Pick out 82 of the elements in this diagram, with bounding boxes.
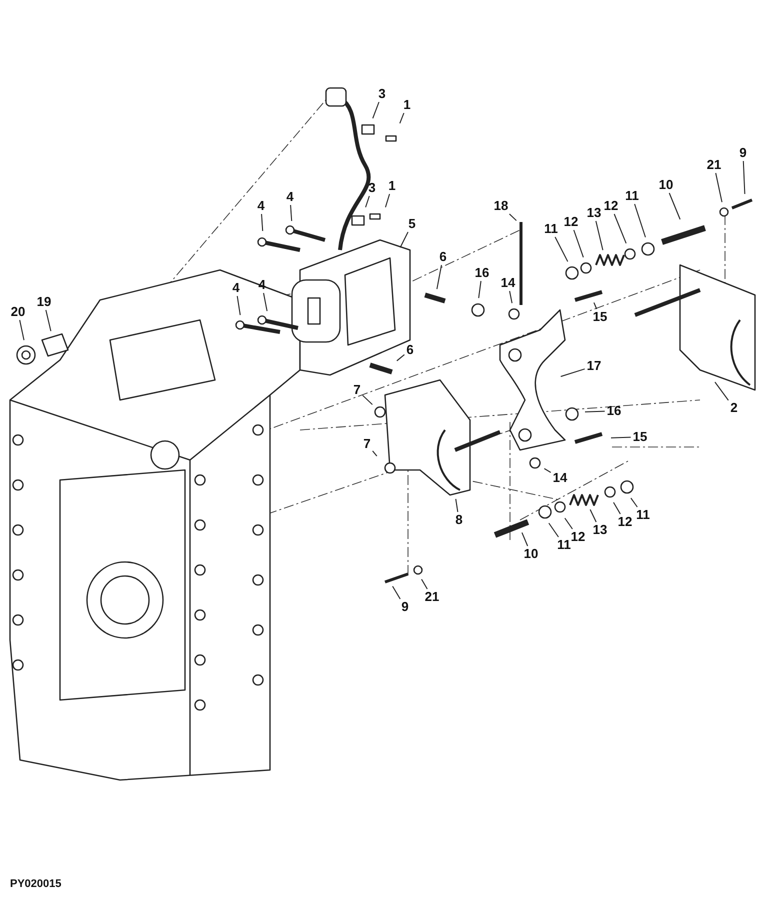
leader-line: [573, 230, 584, 258]
leader-line: [372, 450, 378, 457]
callout-number: 7: [362, 437, 372, 451]
leader-line: [610, 436, 632, 438]
callout-number: 9: [738, 146, 748, 160]
leader-line: [396, 354, 405, 362]
leader-line: [455, 498, 458, 512]
callout-number: 5: [407, 217, 417, 231]
callout-number: 6: [438, 250, 448, 264]
leader-line: [45, 310, 52, 332]
callout-number: 20: [10, 305, 26, 319]
callout-number: 7: [352, 383, 362, 397]
leader-line: [384, 194, 390, 208]
leader-line: [668, 192, 681, 220]
leader-line: [392, 586, 401, 600]
callout-number: 19: [36, 295, 52, 309]
callout-number: 1: [402, 98, 412, 112]
leader-line: [742, 160, 746, 194]
leader-line: [236, 296, 241, 316]
callout-number: 21: [424, 590, 440, 604]
callout-number: 1: [387, 179, 397, 193]
leader-line: [372, 102, 380, 119]
leader-line: [544, 468, 552, 473]
leader-line: [595, 220, 604, 251]
callout-number: 11: [543, 222, 559, 236]
callout-number: 6: [405, 343, 415, 357]
leader-line: [362, 394, 373, 406]
callout-number: 13: [586, 206, 602, 220]
leader-line: [554, 236, 568, 262]
callout-number: 4: [256, 199, 266, 213]
callout-number: 12: [602, 199, 620, 213]
callout-number: 12: [616, 515, 634, 529]
leader-line: [590, 509, 597, 522]
callout-number: 18: [492, 199, 510, 213]
callout-number: 4: [231, 281, 241, 295]
leader-line: [421, 578, 428, 590]
callout-number: 3: [367, 181, 377, 195]
leader-line: [509, 290, 513, 304]
leader-line: [613, 502, 621, 514]
callout-number: 10: [522, 547, 540, 561]
callout-number: 13: [592, 523, 608, 537]
leader-line: [714, 382, 729, 401]
leader-line: [365, 196, 370, 208]
callout-number: 14: [500, 276, 516, 290]
figure-code: PY020015: [10, 878, 62, 890]
leader-line: [508, 214, 517, 222]
callout-number: 15: [632, 430, 648, 444]
callout-number: 9: [400, 600, 410, 614]
callout-number: 14: [552, 471, 568, 485]
leader-line: [584, 410, 606, 412]
leader-line: [290, 204, 292, 222]
callout-number: 21: [706, 158, 722, 172]
leader-line: [400, 232, 408, 248]
leader-line: [399, 112, 404, 124]
leader-line: [560, 368, 586, 377]
callout-number: 15: [592, 310, 608, 324]
leader-line: [593, 302, 598, 310]
callout-number: 11: [624, 189, 640, 203]
callout-number: 16: [474, 266, 490, 280]
leader-line: [261, 214, 264, 232]
leader-line: [263, 292, 268, 312]
callout-number: 11: [635, 508, 651, 522]
leader-line: [564, 518, 573, 530]
leader-line: [19, 320, 24, 341]
callout-number: 17: [586, 359, 602, 373]
leader-line: [614, 214, 627, 244]
leader-line: [478, 280, 482, 299]
callout-number: 11: [556, 538, 572, 552]
callout-number: 10: [658, 178, 674, 192]
leader-line: [436, 264, 442, 290]
callout-number: 3: [377, 87, 387, 101]
leader-line: [715, 172, 722, 203]
callout-number: 4: [285, 190, 295, 204]
leader-line: [634, 204, 646, 238]
leader-line: [521, 532, 528, 546]
callout-number: 12: [562, 215, 580, 229]
leader-line: [630, 498, 638, 508]
callout-number: 16: [606, 404, 622, 418]
leader-line: [548, 522, 559, 538]
callout-number: 12: [570, 530, 586, 544]
callout-number: 8: [454, 513, 464, 527]
callout-number: 2: [729, 401, 739, 415]
